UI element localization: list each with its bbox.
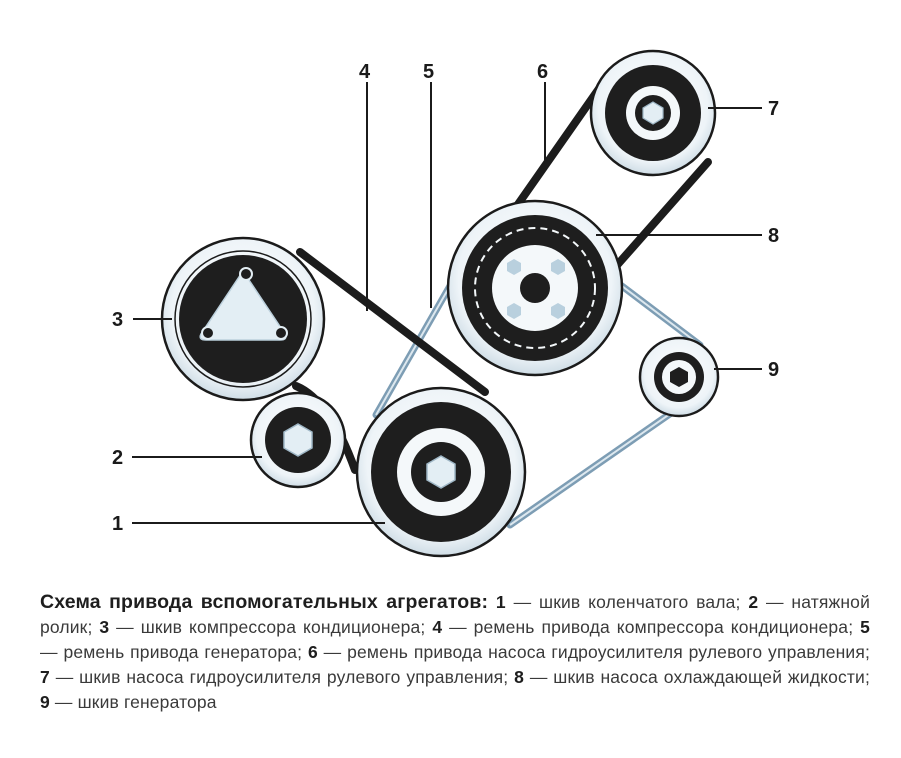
label-3: 3 (112, 309, 123, 331)
caption-item-6: 6 — ремень привода насоса гидроусилителя… (307, 642, 871, 662)
caption-item-7: 7 — шкив насоса гидроусилителя рулевого … (40, 667, 509, 687)
label-7: 7 (768, 98, 779, 120)
label-1: 1 (112, 513, 123, 535)
caption-item-1: 1 — шкив коленчатого вала; (495, 592, 741, 612)
label-9: 9 (768, 359, 779, 381)
pulley-generator (638, 336, 720, 418)
belt-drive-diagram: 1 2 3 4 5 6 7 8 9 (112, 49, 779, 558)
caption-item-5: 5 — ремень привода генератора; (40, 617, 870, 662)
pulley-tensioner (249, 391, 347, 489)
caption-item-8: 8 — шкив насоса охлаждающей жидкости; (514, 667, 870, 687)
pulley-power-steering-pump (589, 49, 717, 177)
leader-lines (132, 82, 762, 524)
caption-item-9: 9 — шкив генератора (40, 692, 217, 712)
belt-power-steering (510, 76, 712, 276)
caption-title: Схема привода вспомогательных агрегатов: (40, 591, 489, 613)
caption-item-3: 3 — шкив компрессора кондиционера; (99, 617, 426, 637)
pulley-crankshaft (355, 386, 527, 558)
label-5: 5 (423, 61, 434, 83)
label-4: 4 (359, 61, 371, 83)
label-6: 6 (537, 61, 548, 83)
caption-item-4: 4 — ремень привода компрессора кондицион… (432, 617, 854, 637)
diagram-caption: Схема привода вспомогательных агрегатов:… (40, 590, 870, 715)
pulley-compressor (160, 236, 326, 402)
label-2: 2 (112, 447, 123, 469)
pulley-coolant-pump (446, 199, 624, 377)
caption-item-2: 2 — натяжной ролик; (40, 592, 870, 637)
label-8: 8 (768, 225, 779, 247)
